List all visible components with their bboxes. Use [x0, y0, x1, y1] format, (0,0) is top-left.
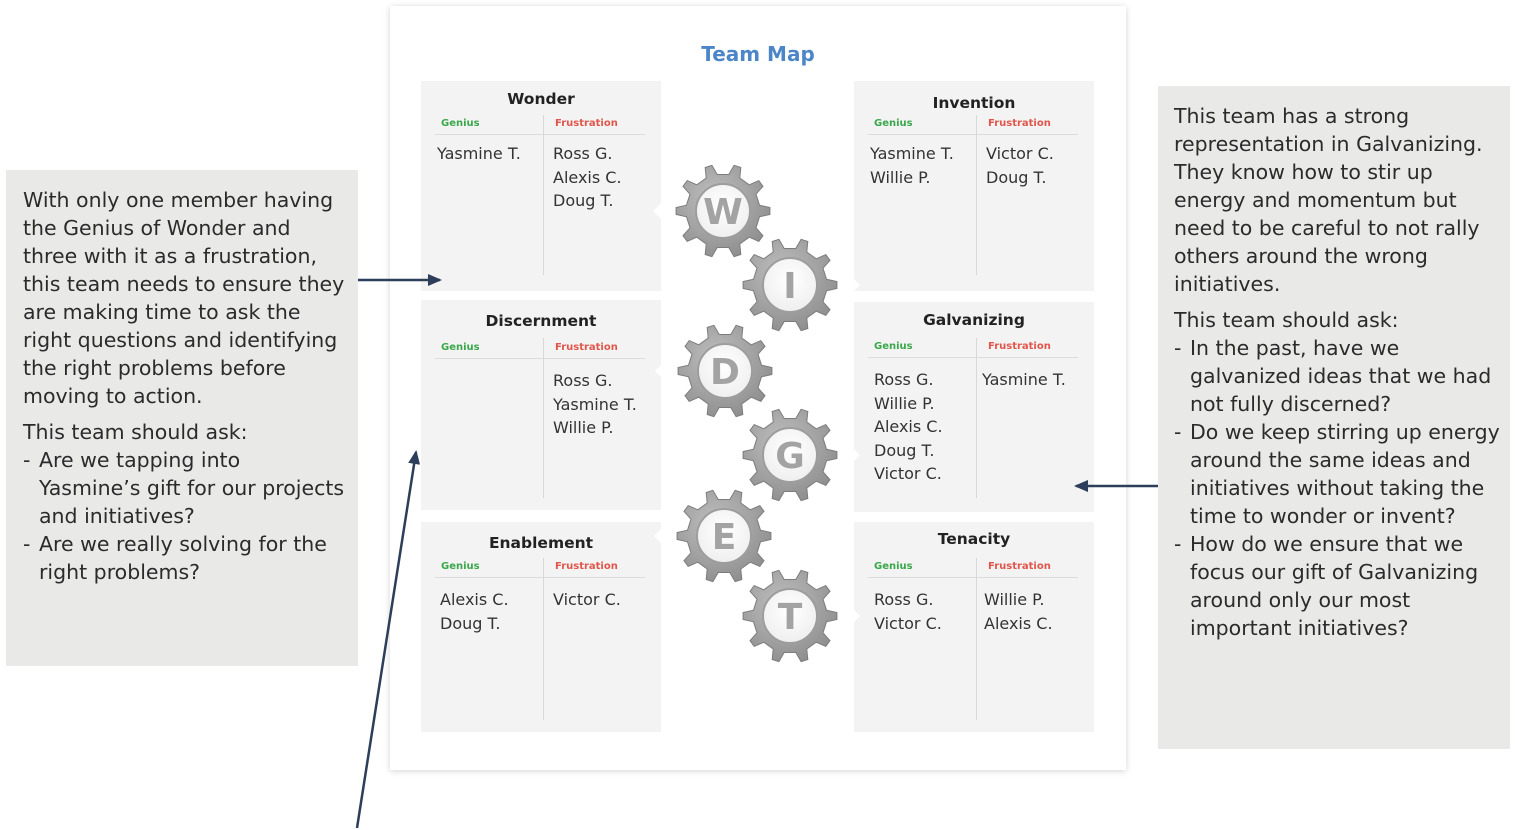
genius-label: Genius	[441, 118, 480, 129]
widget-gears: WI D GET	[653, 164, 860, 663]
left-question-list: -Are we tapping into Yasmine’s gift for …	[23, 446, 348, 586]
quadrant-title: Invention	[932, 94, 1016, 112]
list-item: Doug T.	[553, 191, 614, 210]
genius-list: Ross G. Victor C.	[874, 588, 942, 635]
frustration-list: Victor C.	[553, 588, 621, 612]
gear-letter: E	[712, 517, 737, 558]
list-item: Yasmine T.	[982, 370, 1066, 389]
left-ask-heading: This team should ask:	[23, 420, 248, 444]
list-item: Doug T.	[986, 167, 1047, 187]
gear-d-icon: D	[655, 324, 773, 418]
list-item: Victor C.	[553, 590, 621, 609]
genius-list: Alexis C. Doug T.	[440, 588, 509, 635]
quadrant-enablement: Enablement Genius Frustration Alexis C. …	[421, 522, 661, 732]
list-item: Victor C.	[874, 464, 942, 483]
left-annotation-text: With only one member having the Genius o…	[23, 188, 345, 408]
divider	[976, 558, 977, 720]
divider	[543, 115, 544, 275]
list-item: Willie P.	[984, 590, 1045, 609]
divider	[543, 338, 544, 498]
list-item: Doug T.	[874, 440, 935, 460]
frustration-list: Willie P. Alexis C.	[984, 588, 1053, 635]
team-map-card: Team Map Wonder Genius Frustration Yasmi…	[390, 6, 1126, 770]
list-item: -Are we tapping into Yasmine’s gift for …	[23, 448, 345, 528]
divider	[435, 577, 645, 578]
genius-label: Genius	[441, 561, 480, 572]
list-item: Yasmine T.	[437, 144, 521, 163]
gear-i-icon: I	[742, 238, 860, 332]
divider	[868, 134, 1078, 135]
quadrant-tenacity: Tenacity Genius Frustration Ross G. Vict…	[854, 522, 1094, 732]
list-item: Ross G.	[553, 144, 613, 163]
divider	[435, 358, 645, 359]
right-annotation-text: This team has a strong representation in…	[1174, 104, 1483, 296]
list-item: Doug T.	[440, 613, 501, 633]
left-annotation: With only one member having the Genius o…	[6, 170, 358, 666]
gear-letter: T	[778, 597, 803, 638]
quadrant-title: Enablement	[488, 534, 594, 552]
list-item: Willie P.	[870, 167, 931, 187]
list-item: Alexis C.	[874, 417, 943, 436]
quadrant-title: Discernment	[485, 312, 597, 330]
divider	[435, 134, 645, 135]
gear-letter: G	[775, 436, 805, 477]
frustration-label: Frustration	[555, 118, 618, 129]
divider	[868, 577, 1078, 578]
genius-list: Yasmine T.	[437, 142, 521, 166]
list-item: Alexis C.	[440, 590, 509, 609]
quadrant-wonder: Wonder Genius Frustration Yasmine T. Ros…	[421, 81, 661, 291]
frustration-list: Ross G. Yasmine T. Willie P.	[553, 369, 637, 440]
genius-label: Genius	[441, 342, 480, 353]
genius-label: Genius	[874, 561, 913, 572]
quadrant-invention: Invention Genius Frustration Yasmine T. …	[854, 81, 1094, 291]
list-item: Alexis C.	[984, 613, 1053, 633]
list-item: Victor C.	[986, 144, 1054, 163]
frustration-label: Frustration	[988, 341, 1051, 352]
right-ask-heading: This team should ask:	[1174, 308, 1399, 332]
list-item: Yasmine T.	[870, 144, 954, 163]
list-item: Alexis C.	[553, 167, 622, 187]
genius-list: Yasmine T. Willie P.	[870, 142, 954, 189]
gear-g-icon: G	[742, 408, 860, 502]
list-item: -Are we really solving for the right pro…	[23, 532, 327, 584]
list-item: Ross G.	[874, 370, 934, 389]
list-item: Yasmine T.	[553, 394, 637, 414]
list-item: Willie P.	[553, 418, 614, 437]
gear-w-icon: W	[653, 164, 771, 258]
list-item: -How do we ensure that we focus our gift…	[1174, 532, 1479, 640]
genius-label: Genius	[874, 341, 913, 352]
list-item: Ross G.	[553, 371, 613, 390]
frustration-label: Frustration	[988, 118, 1051, 129]
divider	[868, 357, 1078, 358]
right-question-list: -In the past, have we galvanized ideas t…	[1174, 334, 1500, 642]
gear-t-icon: T	[742, 569, 860, 663]
genius-list: Ross G. Willie P. Alexis C. Doug T. Vict…	[874, 368, 943, 486]
frustration-list: Yasmine T.	[982, 368, 1066, 392]
frustration-list: Victor C. Doug T.	[986, 142, 1054, 189]
gear-e-icon: E	[654, 489, 772, 583]
divider	[976, 115, 977, 275]
quadrant-title: Tenacity	[937, 530, 1011, 548]
quadrant-discernment: Discernment Genius Frustration Ross G. Y…	[421, 300, 661, 510]
right-annotation: This team has a strong representation in…	[1158, 86, 1510, 749]
list-item: Victor C.	[874, 613, 942, 633]
list-item: -Do we keep stirring up energy around th…	[1174, 420, 1500, 528]
frustration-label: Frustration	[555, 342, 618, 353]
gear-letter: W	[703, 192, 743, 233]
quadrant-title: Galvanizing	[923, 311, 1025, 329]
list-item: Willie P.	[874, 393, 935, 413]
gear-letter: D	[710, 352, 740, 393]
divider	[976, 338, 977, 498]
quadrant-title: Wonder	[507, 90, 575, 108]
list-item: -In the past, have we galvanized ideas t…	[1174, 336, 1492, 416]
frustration-list: Ross G. Alexis C. Doug T.	[553, 142, 622, 213]
team-map-title: Team Map	[701, 42, 815, 66]
frustration-label: Frustration	[988, 561, 1051, 572]
list-item: Ross G.	[874, 590, 934, 609]
frustration-label: Frustration	[555, 561, 618, 572]
genius-label: Genius	[874, 118, 913, 129]
gear-letter: I	[783, 266, 796, 307]
quadrant-galvanizing: Galvanizing Genius Frustration Ross G. W…	[854, 302, 1094, 512]
divider	[543, 558, 544, 720]
